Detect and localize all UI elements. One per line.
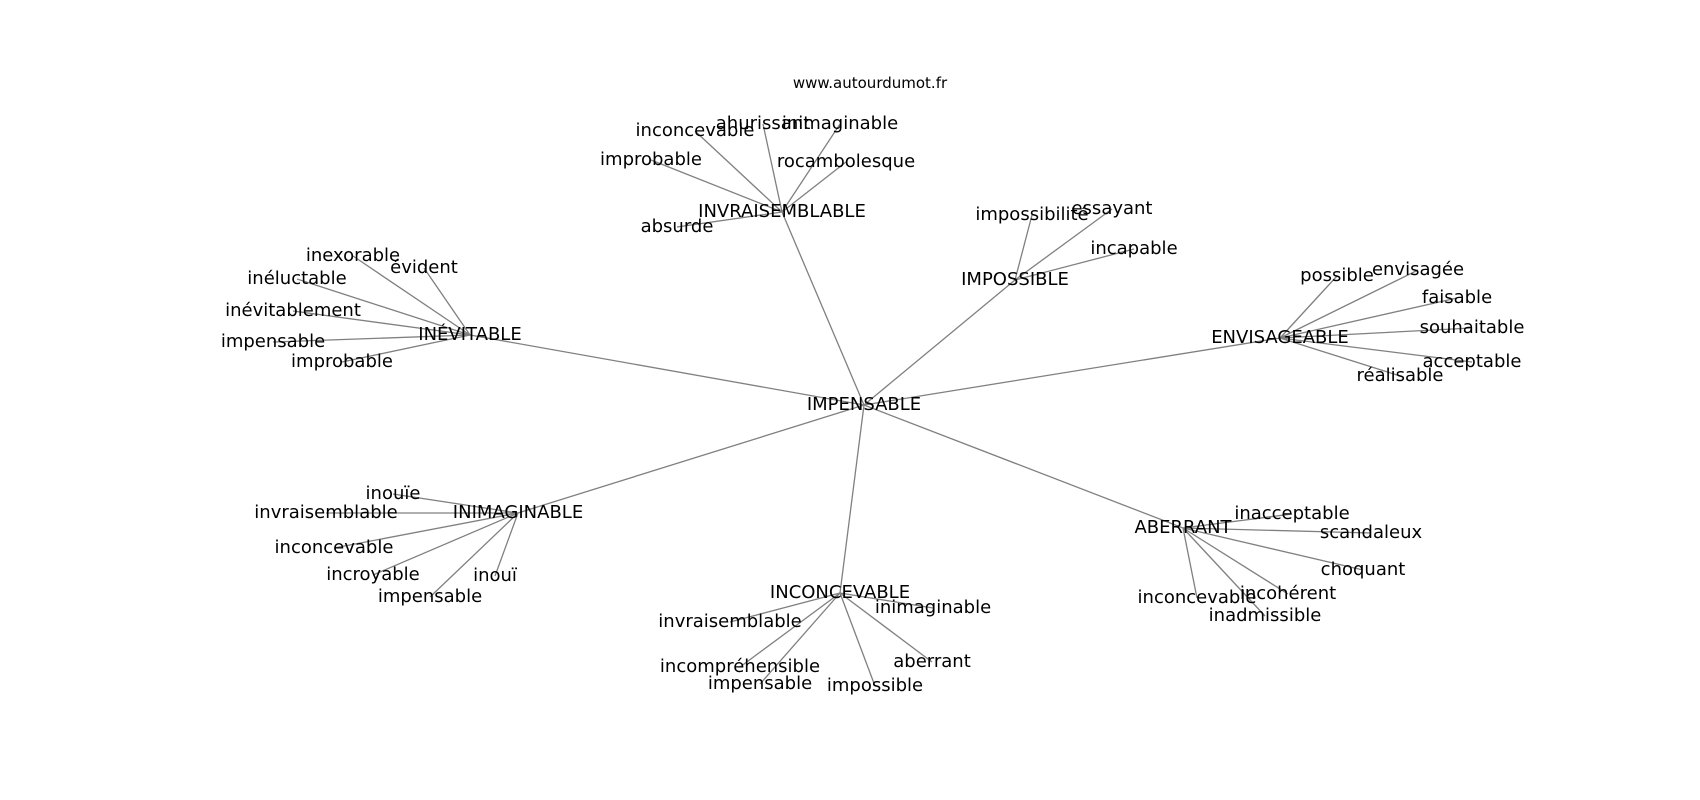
hub-leaf-edge bbox=[839, 592, 934, 609]
leaf-node: impensable bbox=[378, 586, 482, 607]
leaf-node: choquant bbox=[1321, 559, 1406, 580]
hub-leaf-edge bbox=[762, 123, 783, 213]
hub-leaf-edge bbox=[429, 512, 519, 598]
leaf-node: inéluctable bbox=[247, 268, 346, 289]
hub-leaf-edge bbox=[1279, 269, 1419, 339]
hub-node: ABERRANT bbox=[1134, 517, 1232, 538]
hub-leaf-edge bbox=[739, 592, 841, 668]
leaf-node: inouïe bbox=[366, 483, 421, 504]
center-node: IMPENSABLE bbox=[807, 394, 921, 415]
leaf-node: faisable bbox=[1422, 287, 1492, 308]
hub-node: INVRAISEMBLABLE bbox=[698, 201, 866, 222]
leaf-node: incompréhensible bbox=[660, 656, 820, 677]
leaf-node: impossibilité bbox=[975, 204, 1088, 225]
leaf-node: impensable bbox=[221, 331, 325, 352]
leaf-node: impensable bbox=[708, 673, 812, 694]
edges bbox=[272, 123, 1473, 687]
leaf-node: inadmissible bbox=[1209, 605, 1322, 626]
hub-leaf-edge bbox=[372, 512, 519, 576]
hub-leaf-edge bbox=[1182, 527, 1266, 617]
leaf-node: invraisemblable bbox=[254, 502, 397, 523]
leaf-node: inimaginable bbox=[782, 113, 898, 134]
hub-leaf-edge bbox=[1279, 337, 1401, 377]
hub-leaf-edge bbox=[1014, 214, 1033, 281]
hub-node: IMPOSSIBLE bbox=[961, 269, 1069, 290]
hub-leaf-edge bbox=[1279, 297, 1458, 339]
hub-leaf-edge bbox=[1182, 527, 1372, 534]
hub-leaf-edge bbox=[650, 159, 783, 213]
leaf-node: essayant bbox=[1071, 198, 1152, 219]
hub-leaf-edge bbox=[392, 493, 519, 514]
center-hub-edge bbox=[469, 334, 865, 406]
hub-leaf-edge bbox=[352, 255, 471, 336]
hub-leaf-edge bbox=[781, 123, 841, 213]
leaf-node: ahurissant bbox=[716, 113, 811, 134]
leaf-node: incapable bbox=[1090, 238, 1177, 259]
center-hub-edge bbox=[863, 337, 1281, 406]
hub-leaf-edge bbox=[729, 592, 841, 623]
hub-leaf-edge bbox=[1279, 337, 1473, 363]
hub-leaf-edge bbox=[1279, 327, 1473, 339]
hub-leaf-edge bbox=[296, 278, 471, 336]
hub-node: INÉVITABLE bbox=[418, 323, 521, 345]
leaf-node: aberrant bbox=[893, 651, 971, 672]
leaf-node: réalisable bbox=[1356, 365, 1443, 386]
leaf-node: inconcevable bbox=[1138, 587, 1257, 608]
leaf-node: évident bbox=[390, 257, 458, 278]
center-hub-edge bbox=[863, 404, 1184, 529]
hub-leaf-edge bbox=[341, 334, 471, 363]
hub-leaf-edge bbox=[1182, 527, 1289, 595]
leaf-node: acceptable bbox=[1423, 351, 1522, 372]
leaf-node: inconcevable bbox=[275, 537, 394, 558]
leaf-node: inévitablement bbox=[225, 300, 361, 321]
hub-leaf-edge bbox=[759, 592, 841, 685]
leaf-node: improbable bbox=[291, 351, 393, 372]
leaf-node: absurde bbox=[641, 216, 714, 237]
hub-leaf-edge bbox=[839, 592, 933, 663]
hub-leaf-edge bbox=[839, 592, 876, 687]
leaf-node: inimaginable bbox=[875, 597, 991, 618]
leaf-node: possible bbox=[1300, 265, 1374, 286]
leaf-node: incohérent bbox=[1240, 583, 1336, 604]
hub-leaf-edge bbox=[1182, 527, 1364, 571]
leaf-node: inouï bbox=[473, 565, 518, 586]
hub-node: ENVISAGEABLE bbox=[1211, 327, 1349, 348]
leaf-node: inacceptable bbox=[1234, 503, 1349, 524]
hub-node: INIMAGINABLE bbox=[453, 502, 583, 523]
leaf-node: incroyable bbox=[326, 564, 420, 585]
leaf-node: rocambolesque bbox=[777, 151, 915, 172]
leaf-node: inexorable bbox=[306, 245, 400, 266]
center-hub-edge bbox=[839, 404, 865, 594]
node-labels: IMPENSABLEINVRAISEMBLABLEinconcevableahu… bbox=[221, 113, 1525, 696]
leaf-node: impossible bbox=[827, 675, 923, 696]
hub-leaf-edge bbox=[292, 310, 471, 336]
leaf-node: inconcevable bbox=[636, 120, 755, 141]
hub-leaf-edge bbox=[1279, 275, 1338, 339]
hub-leaf-edge bbox=[676, 211, 783, 228]
hub-leaf-edge bbox=[1014, 248, 1135, 281]
hub-leaf-edge bbox=[1014, 208, 1113, 281]
hub-node: INCONCEVABLE bbox=[770, 582, 910, 603]
leaf-node: improbable bbox=[600, 149, 702, 170]
hub-leaf-edge bbox=[1182, 527, 1198, 599]
leaf-node: envisagée bbox=[1372, 259, 1464, 280]
leaf-node: souhaitable bbox=[1420, 317, 1525, 338]
hub-leaf-edge bbox=[494, 512, 519, 577]
hub-leaf-edge bbox=[333, 512, 519, 549]
hub-leaf-edge bbox=[694, 130, 783, 213]
hub-leaf-edge bbox=[272, 334, 471, 343]
hub-leaf-edge bbox=[1182, 513, 1293, 529]
leaf-node: scandaleux bbox=[1320, 522, 1423, 543]
center-hub-edge bbox=[863, 279, 1016, 406]
hub-leaf-edge bbox=[781, 161, 847, 213]
source-url: www.autourdumot.fr bbox=[793, 74, 948, 92]
leaf-node: invraisemblable bbox=[658, 611, 801, 632]
center-hub-edge bbox=[781, 211, 865, 406]
center-hub-edge bbox=[517, 404, 865, 514]
hub-leaf-edge bbox=[423, 267, 471, 336]
